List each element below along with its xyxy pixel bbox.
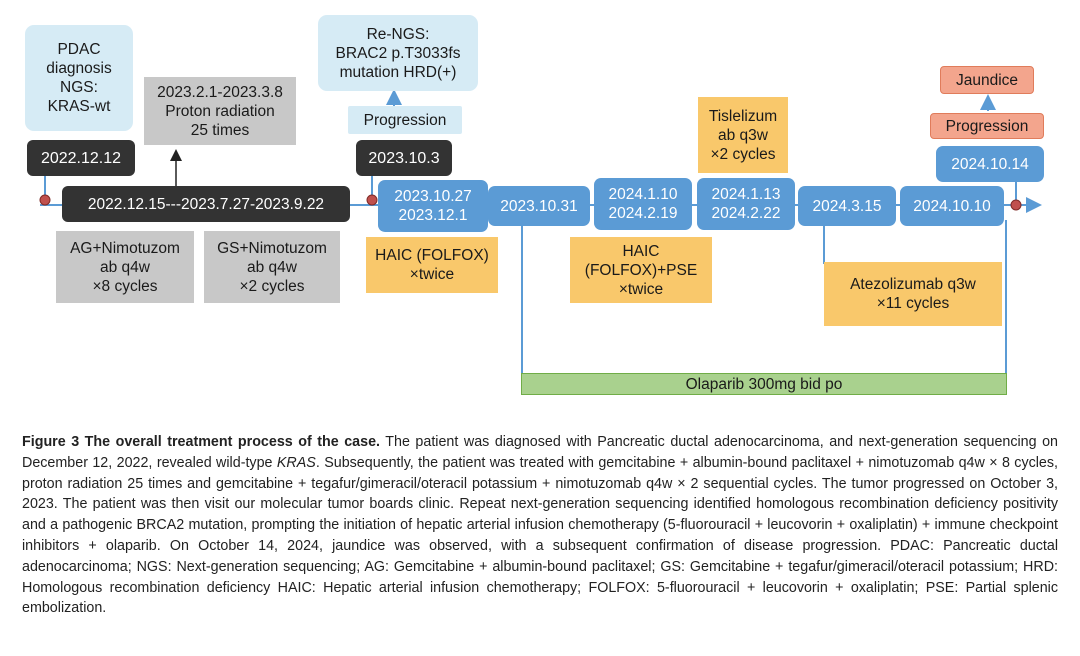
haic-folfox-box: HAIC (FOLFOX) ×twice [366,237,498,293]
tislelizumab-box: Tislelizum ab q3w ×2 cycles [698,97,788,173]
treatment-timeline-diagram: PDAC diagnosis NGS: KRAS-wt 2022.12.12 2… [25,15,1044,395]
date-2024-1-10: 2024.1.10 2024.2.19 [594,178,692,230]
progression-label-2: Progression [930,113,1044,139]
date-2023-10-27: 2023.10.27 2023.12.1 [378,180,488,232]
date-range-long: 2022.12.15---2023.7.27-2023.9.22 [62,186,350,222]
figure-caption: Figure 3 The overall treatment process o… [22,432,1058,619]
date-2023-10-3: 2023.10.3 [356,140,452,176]
caption-kras: KRAS [276,454,316,471]
ag-nimotuzomab-box: AG+Nimotuzom ab q4w ×8 cycles [56,231,194,303]
re-ngs-box: Re-NGS: BRAC2 p.T3033fs mutation HRD(+) [318,15,478,91]
olaparib-bar: Olaparib 300mg bid po [521,373,1007,395]
event-dot-2024-10-14 [1010,199,1022,211]
date-2024-10-14: 2024.10.14 [936,146,1044,182]
atezolizumab-box: Atezolizumab q3w ×11 cycles [824,262,1002,326]
progression-label-1: Progression [348,106,462,134]
haic-folfox-pse-box: HAIC (FOLFOX)+PSE ×twice [570,237,712,303]
caption-text-2: . Subsequently, the patient was treated … [22,454,1059,617]
date-2024-10-10: 2024.10.10 [900,186,1004,226]
jaundice-box: Jaundice [940,66,1034,94]
gs-nimotuzomab-box: GS+Nimotuzom ab q4w ×2 cycles [204,231,340,303]
date-2023-10-31: 2023.10.31 [488,186,590,226]
date-2022-12-12: 2022.12.12 [27,140,135,176]
caption-text-1: The patient was diagnosed with Pancreati… [22,434,1059,471]
event-dot-2023-10-3 [366,194,378,206]
date-2024-1-13: 2024.1.13 2024.2.22 [697,178,795,230]
figure-label: Figure 3 The overall treatment process o… [22,434,381,450]
event-dot-2022-12-12 [39,194,51,206]
proton-radiation-box: 2023.2.1-2023.3.8 Proton radiation 25 ti… [144,77,296,145]
date-2024-3-15: 2024.3.15 [798,186,896,226]
pdac-diagnosis-box: PDAC diagnosis NGS: KRAS-wt [25,25,133,131]
